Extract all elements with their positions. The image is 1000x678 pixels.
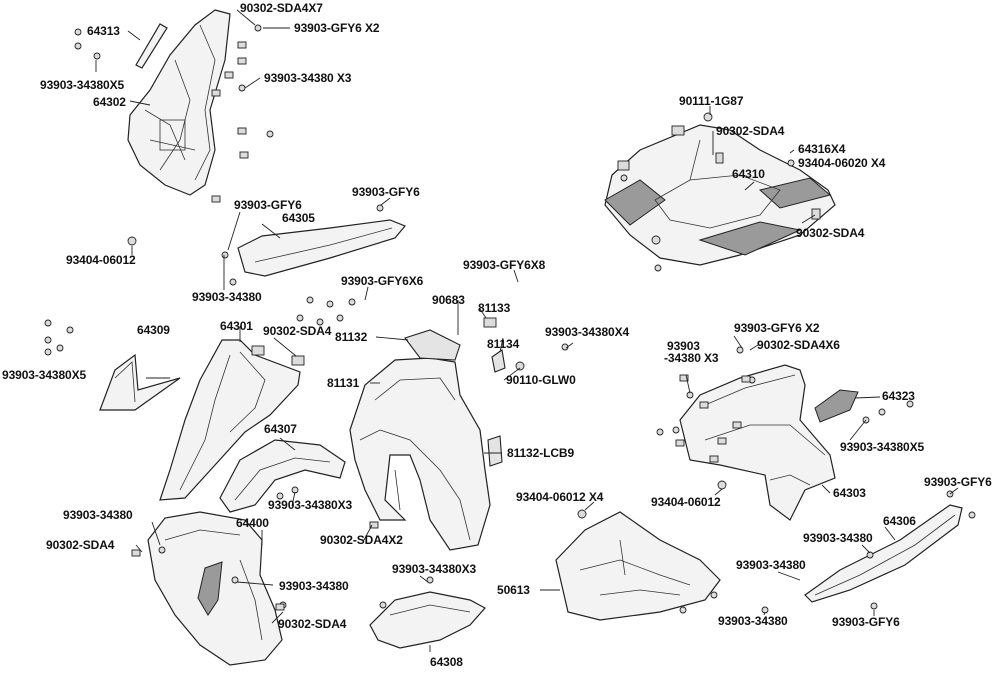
label-81133: 81133	[478, 301, 511, 315]
label-93903-34380-e: 93903-34380	[279, 579, 349, 593]
label-93903-34380-d: 93903-34380	[736, 558, 806, 572]
label-64310: 64310	[732, 167, 765, 181]
label-90110-glw0: 90110-GLW0	[506, 373, 576, 387]
part-81132-shape	[404, 329, 461, 361]
label-64309: 64309	[137, 323, 170, 337]
part-64309-shape	[99, 353, 181, 411]
part-64313-shape	[135, 23, 168, 69]
label-93903-34380-x3-top: 93903-34380 X3	[264, 71, 352, 85]
part-81132-lcb9-shape	[487, 435, 503, 467]
label-93903-34380x3-c: 93903-34380X3	[268, 498, 353, 512]
label-93903-gfy6-x2-top: 93903-GFY6 X2	[294, 21, 380, 35]
label-64306: 64306	[883, 514, 916, 528]
label-93903-34380x4: 93903-34380X4	[545, 325, 630, 339]
label-64323: 64323	[882, 389, 915, 403]
label-93903-34380x3-b: 93903-34380X3	[392, 562, 477, 576]
part-64305-shape	[237, 219, 406, 277]
label-93903-gfy6-a: 93903-GFY6	[352, 185, 420, 199]
label-64303: 64303	[833, 486, 866, 500]
label-93903-gfy6-x2-r: 93903-GFY6 X2	[734, 321, 820, 335]
label-81132: 81132	[335, 330, 368, 344]
part-64308-shape	[369, 591, 486, 649]
label-93903-gfy6-b: 93903-GFY6	[234, 198, 302, 212]
label-93903-gfy6-d: 93903-GFY6	[832, 615, 900, 629]
part-81134-shape	[491, 349, 506, 373]
label-90111-1g87: 90111-1G87	[679, 94, 744, 108]
label-90302-sda4-r1: 90302-SDA4	[716, 124, 785, 138]
label-90302-sda4-e: 90302-SDA4	[278, 617, 347, 631]
label-64313: 64313	[87, 24, 120, 38]
label-93404-06012-a: 93404-06012	[66, 253, 136, 267]
label-90302-sda4x7: 90302-SDA4X7	[240, 1, 323, 15]
label-93903-gfy6x6: 93903-GFY6X6	[341, 274, 424, 288]
label-93404-06012-b: 93404-06012	[651, 495, 721, 509]
label-90302-sda4x6: 90302-SDA4X6	[757, 338, 840, 352]
label-64316x4: 64316X4	[798, 142, 846, 156]
label-93903-gfy6x8: 93903-GFY6X8	[463, 258, 546, 272]
fasteners	[44, 24, 976, 614]
label-93404-06020-x4: 93404-06020 X4	[798, 156, 886, 170]
label-90302-sda4-c: 90302-SDA4	[263, 324, 332, 338]
label-90302-sda4-d: 90302-SDA4	[46, 538, 115, 552]
part-64303-shape	[679, 364, 836, 521]
label-64308: 64308	[430, 655, 463, 669]
label-93903-34380x5-left: 93903-34380X5	[40, 78, 125, 92]
label-93903-r-top: 93903	[667, 339, 700, 353]
leader-lines	[95, 9, 959, 652]
label-93903-34380-f: 93903-34380	[718, 614, 788, 628]
label-93903-34380x5-b: 93903-34380X5	[2, 368, 87, 382]
label-64302: 64302	[93, 95, 126, 109]
label-81134: 81134	[487, 337, 520, 351]
label-64301: 64301	[220, 319, 253, 333]
label-93903-34380x5-r: 93903-34380X5	[840, 440, 925, 454]
part-64307-shape	[219, 439, 346, 513]
part-64323-shape	[814, 389, 859, 423]
label-64400: 64400	[236, 516, 269, 530]
label-90302-sda4x2: 90302-SDA4X2	[320, 533, 403, 547]
part-64302-shape	[127, 9, 231, 196]
label-93404-06012-x4: 93404-06012 X4	[516, 490, 604, 504]
label-93903-34380-b: 93903-34380	[63, 508, 133, 522]
label-93903-34380-a: 93903-34380	[192, 290, 262, 304]
label-64307: 64307	[264, 422, 297, 436]
label-34380-x3-r: -34380 X3	[664, 351, 719, 365]
label-50613: 50613	[497, 583, 530, 597]
label-90683: 90683	[432, 293, 465, 307]
label-81132-lcb9: 81132-LCB9	[507, 446, 575, 460]
label-64305: 64305	[282, 211, 315, 225]
part-81131-shape	[349, 357, 491, 551]
label-93903-34380-c: 93903-34380	[803, 531, 873, 545]
label-93903-gfy6-c: 93903-GFY6	[924, 475, 992, 489]
label-81131: 81131	[327, 376, 360, 390]
label-90302-sda4-r2: 90302-SDA4	[796, 226, 865, 240]
part-50613-shape	[555, 511, 721, 621]
